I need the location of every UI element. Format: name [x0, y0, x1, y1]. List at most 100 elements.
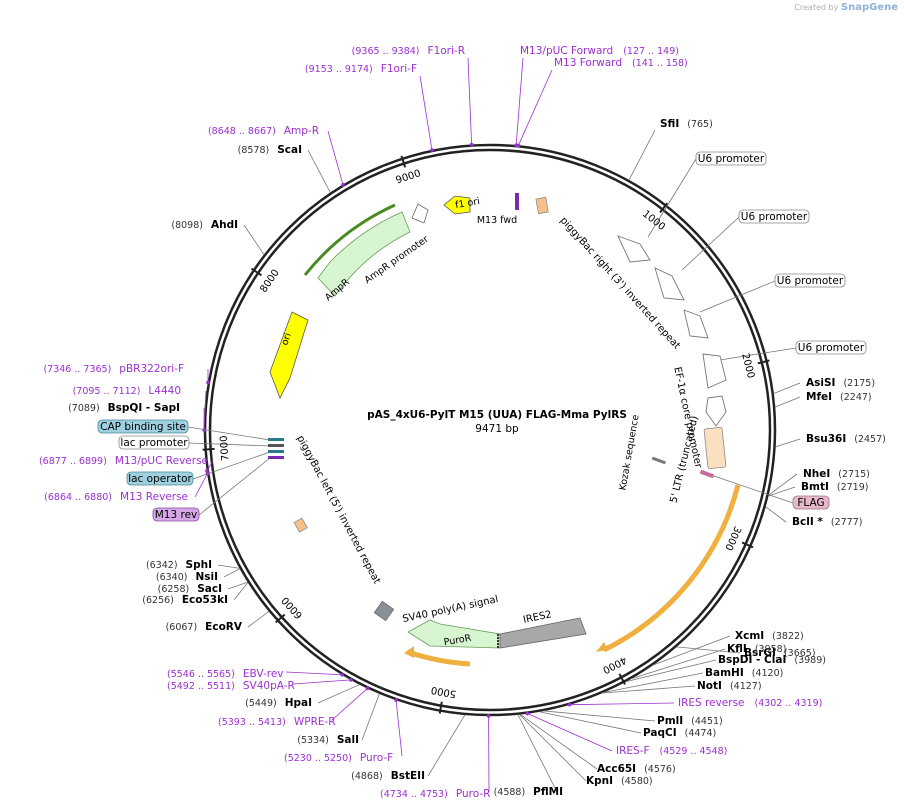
- primer-label[interactable]: (9365 .. 9384)F1ori-R: [352, 45, 465, 57]
- m13-rev-marker[interactable]: [268, 456, 284, 459]
- restriction-site-label[interactable]: KflI(3958): [727, 643, 786, 655]
- primer-label[interactable]: (5492 .. 5511)SV40pA-R: [167, 680, 295, 692]
- puro-highlight-arc[interactable]: [407, 649, 471, 667]
- site-position: (5334): [297, 735, 329, 746]
- feature-box-text: CAP binding site: [100, 421, 186, 433]
- ampr-arrow[interactable]: [317, 211, 411, 297]
- watermark-brand: SnapGene: [840, 2, 898, 13]
- restriction-site-label[interactable]: (5334)SalI: [297, 734, 359, 746]
- restriction-site-label[interactable]: NheI(2715): [803, 468, 870, 480]
- leader-line: [625, 659, 717, 683]
- primer-name: F1ori-F: [381, 63, 417, 75]
- primer-position: (127 .. 149): [623, 46, 679, 57]
- leader-line: [527, 713, 613, 752]
- sv40-polya-box[interactable]: [373, 600, 395, 622]
- restriction-site-label[interactable]: KpnI(4580): [586, 775, 653, 787]
- restriction-site-label[interactable]: MfeI(2247): [806, 391, 872, 403]
- f1-ori-arrow[interactable]: [443, 195, 471, 215]
- primer-label[interactable]: (6864 .. 6880)M13 Reverse: [44, 491, 188, 503]
- restriction-site-label[interactable]: (6340)NsiI: [156, 571, 218, 583]
- piggybac-right-box[interactable]: [535, 196, 549, 215]
- restriction-site-label[interactable]: (4868)BstEII: [351, 770, 425, 782]
- leader-line: [719, 347, 797, 361]
- restriction-site-label[interactable]: NotI(4127): [697, 680, 762, 692]
- svg-text:PaqCI(4474): PaqCI(4474): [643, 727, 716, 739]
- leader-line: [233, 582, 249, 601]
- ori-arrow[interactable]: [269, 311, 309, 399]
- boxed-feature-label[interactable]: CAP binding site: [97, 419, 189, 434]
- boxed-feature-label[interactable]: lac operator: [126, 471, 194, 486]
- restriction-site-label[interactable]: PmlI(4451): [657, 715, 723, 727]
- primer-label[interactable]: (4734 .. 4753)Puro-R: [380, 788, 490, 800]
- boxed-feature-label[interactable]: U6 promoter: [795, 340, 867, 355]
- u6-promoter-arrow-2[interactable]: [654, 267, 685, 301]
- boxed-feature-label[interactable]: lac promoter: [118, 435, 190, 450]
- kozak-marker[interactable]: [651, 456, 666, 465]
- restriction-site-label[interactable]: BclI *(2777): [792, 516, 862, 528]
- restriction-site-label[interactable]: AsiSI(2175): [806, 377, 875, 389]
- u6-promoter-arrow-1[interactable]: [617, 235, 651, 263]
- ires2-arrow[interactable]: [499, 617, 587, 649]
- site-name: SfiI: [660, 118, 679, 130]
- ampr-promoter-arrow[interactable]: [411, 203, 429, 224]
- site-name: BamHI: [705, 667, 744, 679]
- restriction-site-label[interactable]: (6256)Eco53kI: [142, 594, 228, 606]
- primer-label[interactable]: (9153 .. 9174)F1ori-F: [305, 63, 417, 75]
- u6-promoter-arrow-4[interactable]: [702, 353, 727, 389]
- primer-label[interactable]: M13 Forward(141 .. 158): [554, 57, 688, 69]
- boxed-feature-label[interactable]: FLAG: [792, 495, 830, 510]
- primer-label[interactable]: (7346 .. 7365)pBR322ori-F: [43, 363, 184, 375]
- restriction-site-label[interactable]: Acc65I(4576): [597, 763, 676, 775]
- restriction-site-label[interactable]: (6342)SphI: [146, 559, 212, 571]
- site-position: (3665): [784, 648, 816, 659]
- primer-label[interactable]: IRES reverse(4302 .. 4319): [678, 697, 822, 709]
- boxed-feature-label[interactable]: M13 rev: [152, 507, 200, 522]
- primer-label[interactable]: (5546 .. 5565)EBV-rev: [167, 668, 284, 680]
- primer-label[interactable]: (5393 .. 5413)WPRE-R: [218, 716, 336, 728]
- restriction-site-label[interactable]: BmtI(2719): [801, 481, 868, 493]
- primer-label[interactable]: (5230 .. 5250)Puro-F: [284, 752, 393, 764]
- ef1a-promoter-arrow[interactable]: [705, 395, 727, 427]
- restriction-site-label[interactable]: SfiI(765): [660, 118, 713, 130]
- lac-operator-marker[interactable]: [268, 450, 284, 453]
- ltr-box[interactable]: [703, 426, 727, 470]
- primer-label[interactable]: M13/pUC Forward(127 .. 149): [520, 45, 679, 57]
- boxed-feature-label[interactable]: U6 promoter: [695, 151, 767, 166]
- restriction-site-label[interactable]: (7089)BspQI - SapI: [68, 402, 180, 414]
- m13-fwd-marker[interactable]: [515, 193, 519, 210]
- ampr-highlight-arc[interactable]: [303, 203, 396, 276]
- piggybac-left-box[interactable]: [293, 517, 308, 533]
- site-position: (3989): [794, 655, 826, 666]
- tick-mark: [438, 701, 443, 714]
- leader-line: [317, 684, 360, 704]
- restriction-site-label[interactable]: BspDI - ClaI(3989): [718, 654, 826, 666]
- restriction-site-label[interactable]: (8578)ScaI: [238, 144, 302, 156]
- leader-line: [247, 611, 270, 628]
- primer-label[interactable]: (6877 .. 6899)M13/pUC Reverse: [39, 455, 208, 467]
- restriction-site-label[interactable]: XcmI(3822): [735, 630, 804, 642]
- restriction-site-label[interactable]: Bsu36I(2457): [806, 433, 886, 445]
- restriction-site-label[interactable]: (4588)PflMI: [494, 786, 563, 798]
- restriction-site-label[interactable]: BsrGI(3665): [744, 647, 816, 659]
- boxed-feature-label[interactable]: U6 promoter: [774, 273, 846, 288]
- restriction-site-label[interactable]: (6258)SacI: [158, 583, 222, 595]
- lac-promoter-marker[interactable]: [268, 444, 284, 447]
- flag-marker[interactable]: [699, 469, 715, 479]
- tick-label: 8000: [258, 268, 281, 295]
- svg-text:(6342)SphI: (6342)SphI: [146, 559, 212, 571]
- restriction-site-label[interactable]: PaqCI(4474): [643, 727, 716, 739]
- cap-marker[interactable]: [268, 438, 284, 441]
- restriction-site-label[interactable]: (8098)AhdI: [171, 219, 238, 231]
- leader-line: [223, 568, 241, 578]
- svg-text:Acc65I(4576): Acc65I(4576): [597, 763, 676, 775]
- orf-highlight-arc[interactable]: [602, 484, 741, 653]
- restriction-site-label[interactable]: (5449)HpaI: [245, 697, 312, 709]
- primer-label[interactable]: (7095 .. 7112)L4440: [73, 385, 181, 397]
- restriction-site-label[interactable]: BamHI(4120): [705, 667, 783, 679]
- leader-line: [652, 635, 731, 666]
- u6-promoter-arrow-3[interactable]: [683, 309, 709, 339]
- restriction-site-label[interactable]: (6067)EcoRV: [166, 621, 243, 633]
- primer-label[interactable]: (8648 .. 8667)Amp-R: [208, 125, 319, 137]
- primer-label[interactable]: IRES-F(4529 .. 4548): [616, 745, 727, 757]
- boxed-feature-label[interactable]: U6 promoter: [738, 209, 810, 224]
